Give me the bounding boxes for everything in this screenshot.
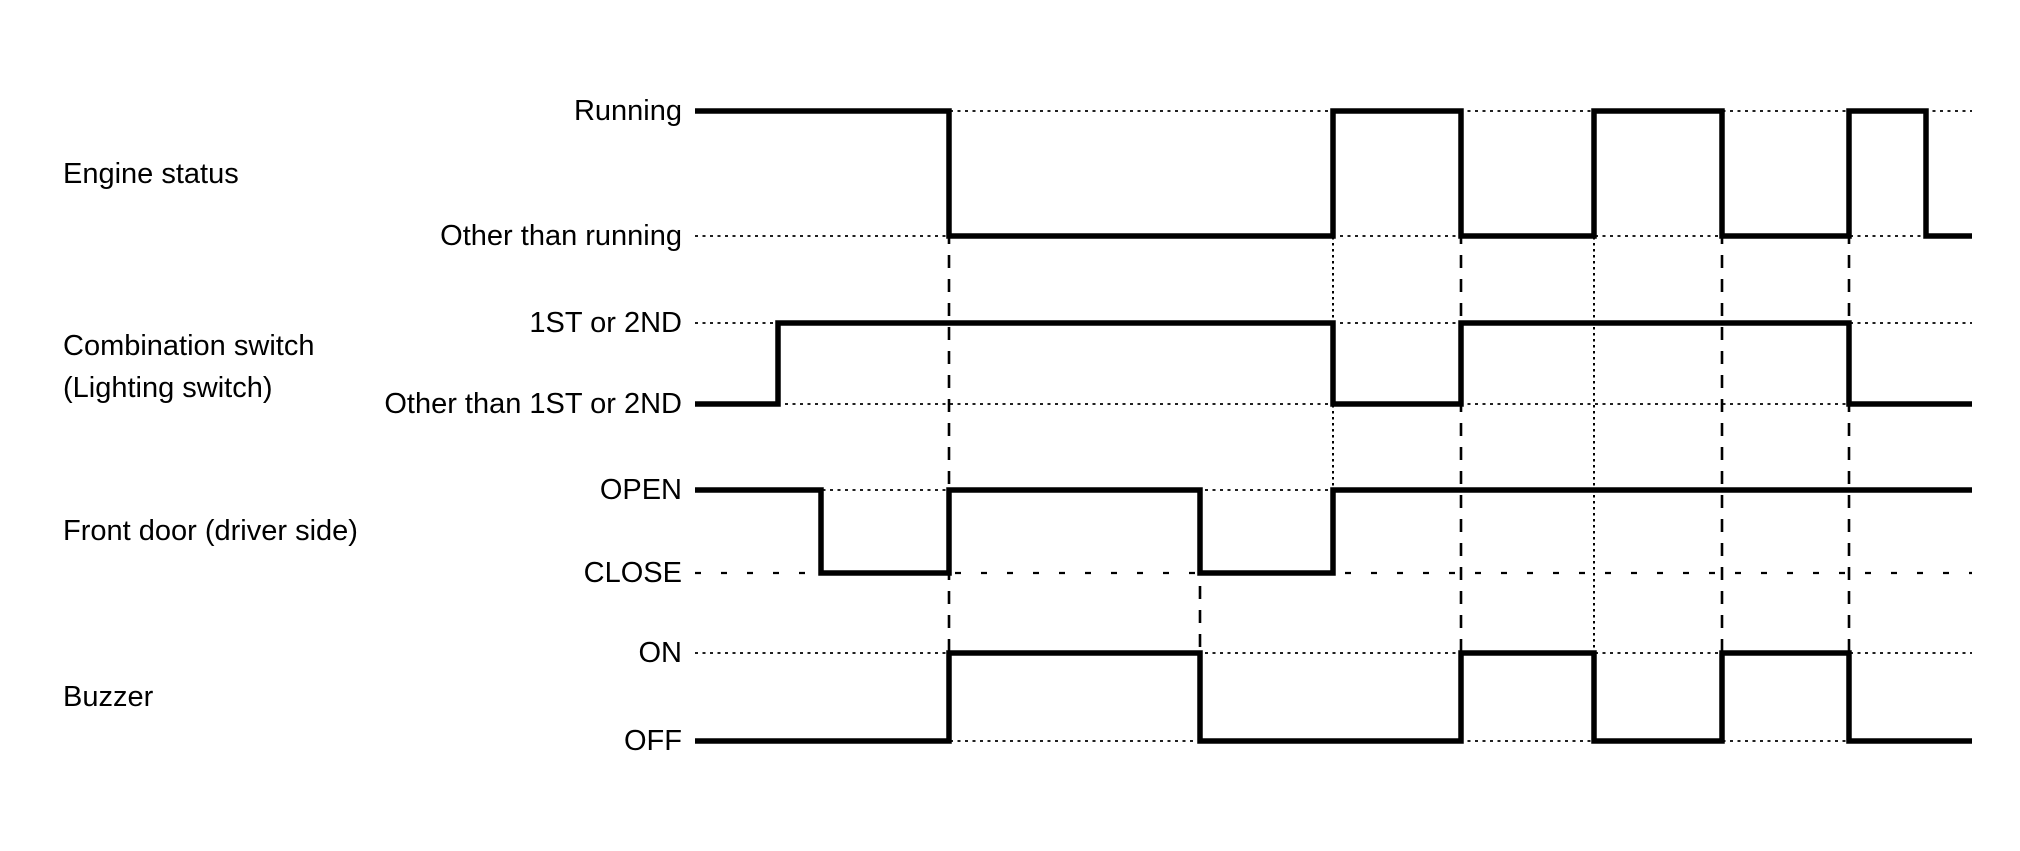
row-label-buzzer: Buzzer (63, 681, 154, 713)
level-label-combination-switch-low: Other than 1ST or 2ND (384, 388, 682, 420)
level-label-combination-switch-high: 1ST or 2ND (529, 307, 682, 339)
level-label-buzzer-high: ON (639, 637, 683, 669)
row-label-combination-switch: (Lighting switch) (63, 372, 273, 404)
level-label-engine-status-high: Running (574, 95, 682, 127)
row-label-front-door-driver-side: Front door (driver side) (63, 515, 358, 547)
row-label-combination-switch: Combination switch (63, 330, 314, 362)
waveform-engine-status (695, 108, 1972, 239)
level-label-front-door-driver-side-high: OPEN (600, 474, 682, 506)
level-label-engine-status-low: Other than running (440, 220, 682, 252)
level-label-front-door-driver-side-low: CLOSE (584, 557, 682, 589)
level-label-buzzer-low: OFF (624, 725, 682, 757)
row-label-engine-status: Engine status (63, 158, 239, 190)
waveform-front-door-driver-side (695, 487, 1972, 576)
waveform-buzzer (695, 650, 1972, 744)
waveform-combination-switch (695, 320, 1972, 407)
